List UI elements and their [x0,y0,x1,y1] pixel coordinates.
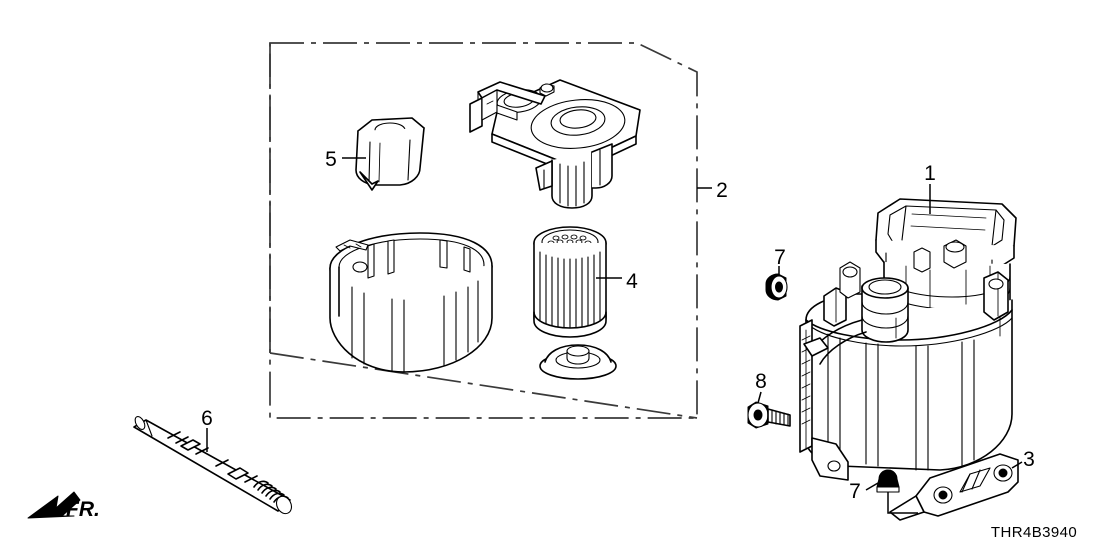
tube-corrugation [253,480,289,503]
group-boundary-2 [269,42,698,419]
canister-cover [469,79,641,209]
part-1-canister-assembly [799,198,1017,481]
canister-housing [329,232,493,373]
fr-label: FR. [66,498,100,521]
callout-4: 4 [626,270,638,293]
bolt-threads [771,409,789,426]
part-6-drain-tube [133,415,293,515]
callout-numbers: 1 2 3 4 5 6 7 7 8 [201,148,1035,503]
callout-3: 3 [1023,448,1035,471]
callout-8: 8 [755,370,767,393]
part-8-flange-bolt [747,401,791,429]
callout-5: 5 [325,148,337,171]
callout-7-upper: 7 [774,246,786,269]
callout-2: 2 [716,179,728,202]
diagram-code: THR4B3940 [991,524,1077,541]
part-4-filter-element [533,226,617,380]
callout-6: 6 [201,407,213,430]
part-5-cap [355,117,425,191]
leader-lines [206,157,1023,514]
callout-1: 1 [924,162,936,185]
flange-hatch [801,335,811,425]
filter-pleats [539,251,601,335]
part-3-mounting-bracket [889,453,1019,521]
callout-7-lower: 7 [849,480,861,503]
front-orientation-marker: FR. [27,491,100,521]
part-7-cap-nut-lower [876,469,900,493]
left-arrow-icon [27,491,81,519]
part-7-cap-nut-upper [765,273,788,301]
